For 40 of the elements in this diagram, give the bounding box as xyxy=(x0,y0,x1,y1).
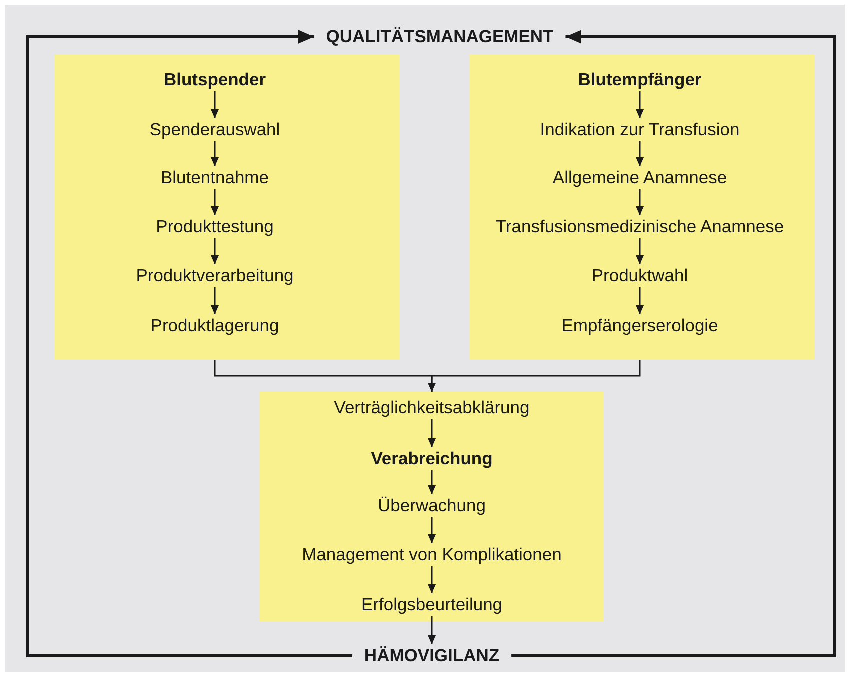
process-label: QUALITÄTSMANAGEMENT xyxy=(326,26,554,48)
arrow xyxy=(428,566,436,594)
arrow xyxy=(211,142,219,166)
arrow xyxy=(636,238,644,264)
step-label: Allgemeine Anamnese xyxy=(552,168,728,188)
arrow xyxy=(428,518,436,544)
arrow xyxy=(636,190,644,216)
section-heading: Blutspender xyxy=(164,70,266,90)
feedback-arrow xyxy=(26,30,352,658)
step-label: Transfusionsmedizinische Anamnese xyxy=(496,216,784,238)
arrow xyxy=(211,92,219,118)
step-label: Blutentnahme xyxy=(161,168,269,188)
step-label: Erfolgsbeurteilung xyxy=(361,594,503,616)
process-label: HÄMOVIGILANZ xyxy=(364,646,500,666)
arrow xyxy=(428,470,436,494)
section-panel xyxy=(470,55,815,360)
step-label: Empfängerserologie xyxy=(562,316,718,336)
feedback-arrow xyxy=(512,30,836,658)
section-panel xyxy=(55,55,400,360)
step-label: Produktverarbeitung xyxy=(136,266,294,286)
step-label: Spenderauswahl xyxy=(150,120,280,140)
arrow xyxy=(428,420,436,448)
arrow xyxy=(211,288,219,314)
step-label: Überwachung xyxy=(378,496,486,516)
arrow xyxy=(636,142,644,166)
step-label: Management von Komplikationen xyxy=(302,544,562,566)
step-label: Verträglichkeitsabklärung xyxy=(334,398,530,418)
arrow xyxy=(636,92,644,118)
step-label: Produktlagerung xyxy=(150,316,280,336)
section-panel xyxy=(260,392,604,622)
section-heading: Verabreichung xyxy=(371,448,493,470)
step-label: Produkttestung xyxy=(156,216,274,238)
arrow xyxy=(211,238,219,264)
arrow xyxy=(636,288,644,314)
step-label: Indikation zur Transfusion xyxy=(540,120,740,140)
section-heading: Blutempfänger xyxy=(578,70,702,90)
arrow xyxy=(428,360,641,392)
arrow xyxy=(211,190,219,216)
step-label: Produktwahl xyxy=(592,266,688,286)
arrow xyxy=(428,616,436,644)
